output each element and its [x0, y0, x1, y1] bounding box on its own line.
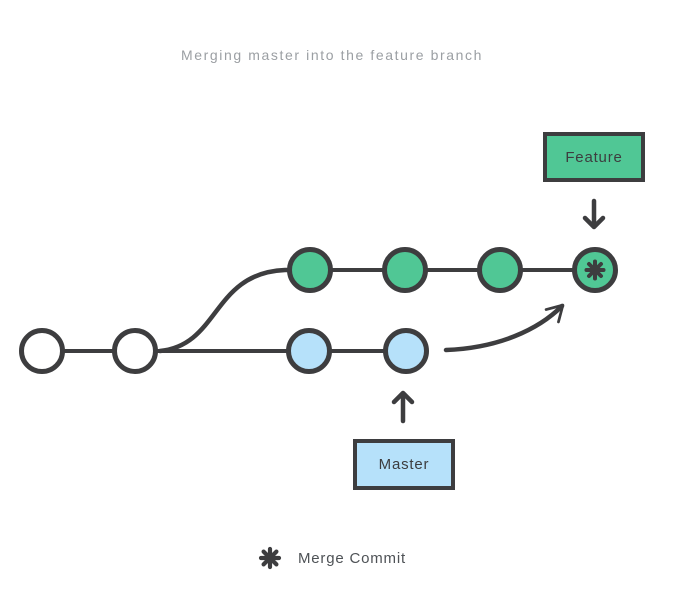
master-branch-label: Master	[353, 439, 455, 490]
commit-node-base-2	[112, 328, 158, 374]
commit-node-master-1	[286, 328, 332, 374]
master-pointer-arrow-icon	[391, 390, 415, 424]
commit-node-feature-3	[477, 247, 523, 293]
feature-branch-label-text: Feature	[565, 148, 623, 166]
feature-branch-label: Feature	[543, 132, 645, 182]
feature-branch-curve	[157, 267, 315, 354]
merge-direction-arrow	[443, 303, 565, 353]
master-branch-label-text: Master	[378, 456, 430, 473]
diagram-title: Merging master into the feature branch	[180, 47, 484, 63]
merge-commit-asterisk-icon	[584, 259, 606, 281]
merge-commit-legend-icon	[258, 546, 282, 570]
feature-pointer-arrow-icon	[582, 198, 606, 230]
commit-node-base-1	[19, 328, 65, 374]
legend: Merge Commit	[257, 544, 406, 572]
commit-node-feature-2	[382, 247, 428, 293]
commit-node-feature-1	[287, 247, 333, 293]
commit-node-master-2	[383, 328, 429, 374]
legend-label: Merge Commit	[298, 549, 406, 567]
